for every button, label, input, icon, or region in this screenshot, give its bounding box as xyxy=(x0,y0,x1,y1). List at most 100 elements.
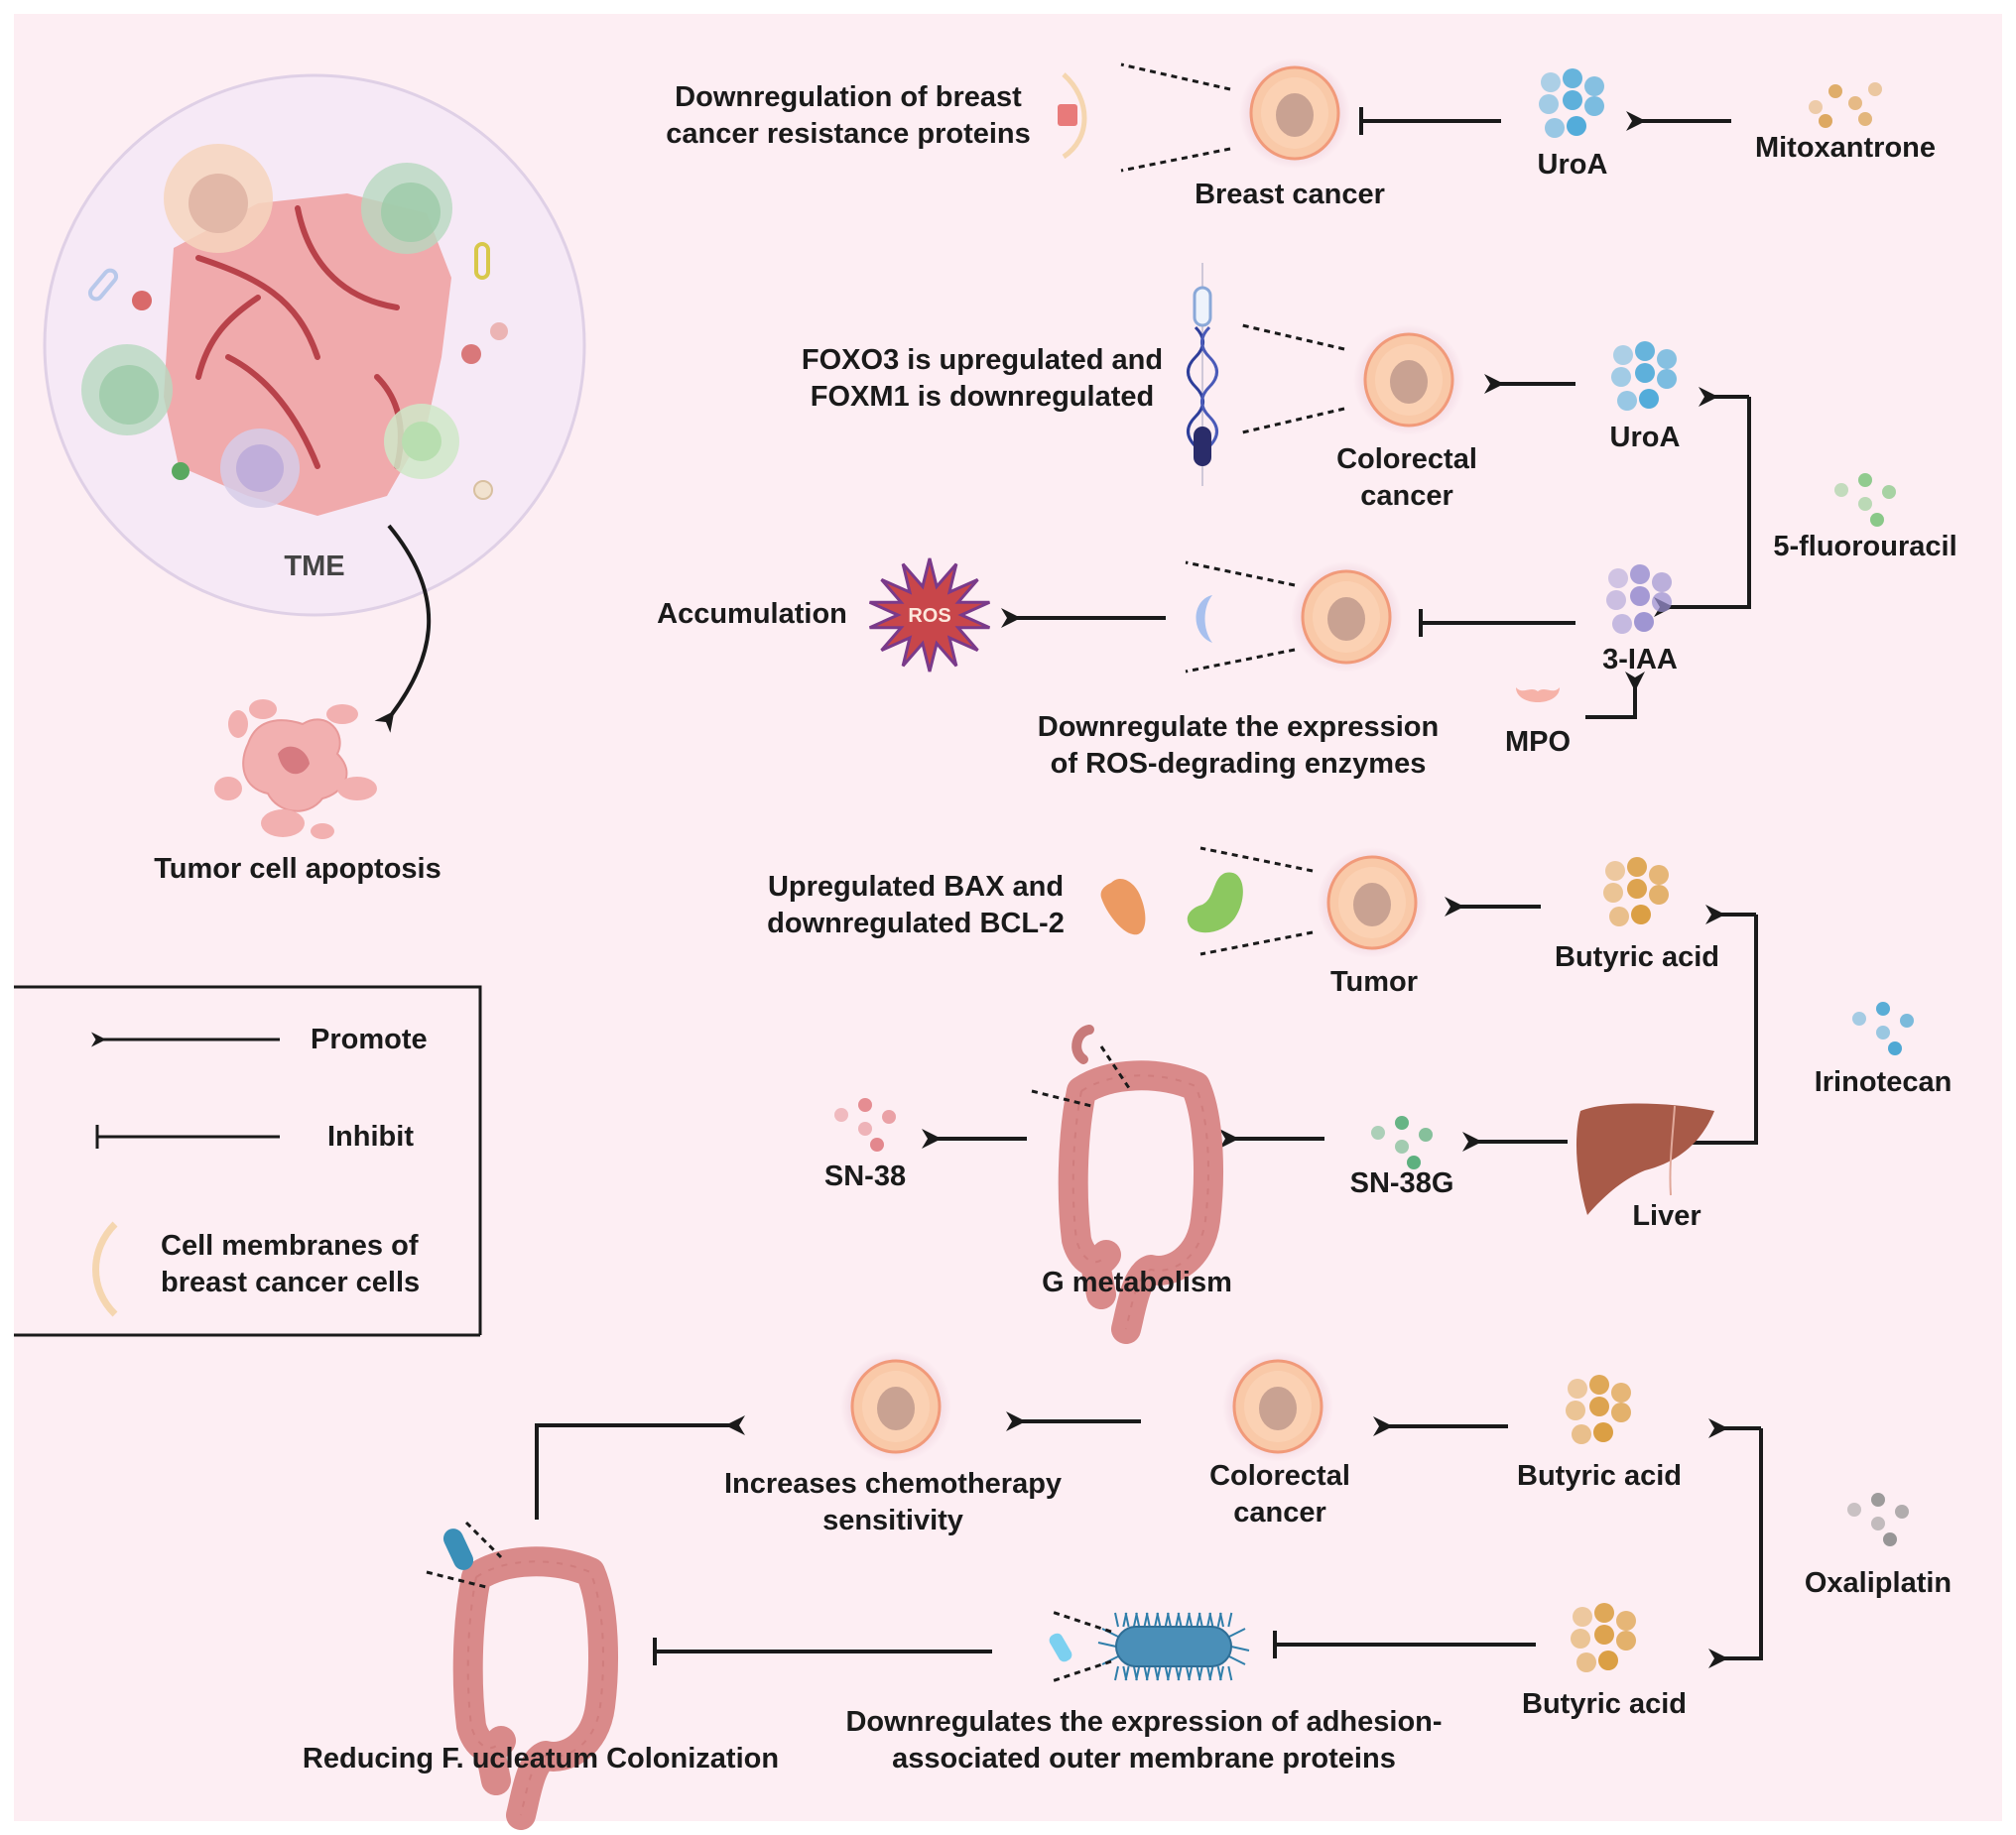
molecule-dot xyxy=(858,1122,872,1136)
butyric-label-1: Butyric acid xyxy=(1555,941,1719,973)
molecule-dot xyxy=(1870,513,1884,527)
molecule-dot xyxy=(1594,1625,1614,1645)
irinotecan-to-liver-arrow xyxy=(1676,915,1758,1153)
ros-effect-label-1: Downregulate the expression xyxy=(1037,711,1440,743)
molecule-dot xyxy=(1876,1026,1890,1040)
ros-burst-icon: ROS xyxy=(868,557,991,673)
molecule-dot xyxy=(1616,1631,1636,1651)
uroa-particles-icon-2 xyxy=(1611,341,1677,411)
molecule-dot xyxy=(1593,1422,1613,1442)
adhesion-effect-label-2: associated outer membrane proteins xyxy=(892,1743,1396,1774)
molecule-dot xyxy=(1539,94,1559,114)
molecule-dot xyxy=(1608,568,1628,588)
breast-cancer-label: Breast cancer xyxy=(1195,179,1385,210)
molecule-dot xyxy=(1598,1651,1618,1670)
colorectal-cancer-cell-icon xyxy=(1351,322,1466,437)
molecule-dot xyxy=(1895,1505,1909,1519)
legend-box xyxy=(14,985,482,1337)
bax-effect-label-1: Upregulated BAX and xyxy=(767,871,1065,903)
molecule-dot xyxy=(1603,883,1623,903)
molecule-dot xyxy=(1819,114,1832,128)
molecule-dot xyxy=(1883,1532,1897,1546)
molecule-dot xyxy=(1611,1403,1631,1422)
foxo3-effect-label-2: FOXM1 is downregulated xyxy=(810,381,1155,413)
molecule-dot xyxy=(1635,341,1655,361)
molecule-dot xyxy=(1649,865,1669,885)
tumor-label: Tumor xyxy=(1329,966,1419,998)
colon-to-sensitivity-arrow xyxy=(535,1415,745,1520)
oxaliplatin-to-butyric-2-arrow xyxy=(1708,1428,1763,1668)
legend-membrane-label-2: breast cancer cells xyxy=(161,1267,421,1298)
sensitive-cell-icon xyxy=(838,1349,953,1464)
tumor-cell-icon-ros xyxy=(1289,559,1404,674)
molecule-dot xyxy=(1882,485,1896,499)
molecule-dot xyxy=(1573,1607,1592,1627)
molecule-dot xyxy=(870,1138,884,1152)
molecule-dot xyxy=(1848,96,1862,110)
molecule-dot xyxy=(1613,345,1633,365)
irinotecan-label: Irinotecan xyxy=(1814,1066,1953,1098)
membrane-protein-icon xyxy=(1062,72,1087,160)
molecule-dot xyxy=(1652,572,1672,592)
mpo-enzyme-icon xyxy=(1516,687,1560,702)
fluorouracil-to-3iaa-arrow xyxy=(1654,397,1751,617)
butyric-label-2: Butyric acid xyxy=(1517,1460,1682,1492)
uroa-particles-icon xyxy=(1539,68,1604,138)
molecule-dot xyxy=(1634,612,1654,632)
irinotecan-particles-icon xyxy=(1852,1002,1914,1055)
molecule-dot xyxy=(1876,1002,1890,1016)
accumulation-label: Accumulation xyxy=(657,598,847,630)
molecule-dot xyxy=(1635,363,1655,383)
svg-text:ROS: ROS xyxy=(908,605,950,627)
molecule-dot xyxy=(1847,1503,1861,1517)
molecule-dot xyxy=(1852,1012,1866,1026)
molecule-dot xyxy=(1571,1629,1590,1649)
molecule-dot xyxy=(1809,100,1823,114)
molecule-dot xyxy=(1371,1126,1385,1140)
molecule-dot xyxy=(1834,483,1848,497)
sensitivity-label-2: sensitivity xyxy=(822,1505,963,1536)
colorectal-label-2a: Colorectal xyxy=(1209,1460,1350,1492)
legend-membrane-icon xyxy=(92,1221,118,1317)
molecule-dot xyxy=(1563,68,1582,88)
molecule-dot xyxy=(1395,1140,1409,1154)
molecule-dot xyxy=(1627,857,1647,877)
molecule-dot xyxy=(1868,82,1882,96)
molecule-dot xyxy=(1630,564,1650,584)
legend-membrane-label-1: Cell membranes of xyxy=(161,1230,419,1262)
bax-effect-label-2: downregulated BCL-2 xyxy=(767,908,1065,939)
molecule-dot xyxy=(1858,112,1872,126)
fluorouracil-label: 5-fluorouracil xyxy=(1773,531,1957,562)
uroa-label-2: UroA xyxy=(1609,422,1681,453)
liver-icon xyxy=(1575,1103,1714,1215)
sn38g-particles-icon xyxy=(1371,1116,1433,1169)
uroa-label-1: UroA xyxy=(1537,149,1608,181)
butyric-label-3: Butyric acid xyxy=(1522,1688,1687,1720)
dna-chromosome-icon xyxy=(1187,263,1218,486)
molecule-dot xyxy=(1871,1493,1885,1507)
molecule-dot xyxy=(1630,586,1650,606)
colorectal-label-2b: cancer xyxy=(1233,1497,1326,1529)
iaa-particles-icon xyxy=(1606,564,1672,634)
breast-cancer-cell-icon xyxy=(1237,56,1352,171)
molecule-dot xyxy=(1419,1128,1433,1142)
molecule-dot xyxy=(1616,1611,1636,1631)
molecule-dot xyxy=(1566,1401,1585,1420)
molecule-dot xyxy=(1639,389,1659,409)
molecule-dot xyxy=(1605,861,1625,881)
fluorouracil-particles-icon xyxy=(1834,473,1896,527)
molecule-dot xyxy=(1572,1424,1591,1444)
mpo-to-3iaa-arrow xyxy=(1585,672,1645,719)
mitoxantrone-label: Mitoxantrone xyxy=(1754,132,1937,164)
bacterium-small-icon xyxy=(442,1529,474,1570)
sn38g-label: SN-38G xyxy=(1349,1167,1454,1199)
molecule-dot xyxy=(1900,1014,1914,1028)
molecule-dot xyxy=(1568,1379,1587,1399)
liver-label: Liver xyxy=(1632,1200,1701,1232)
g-metabolism-label: G metabolism xyxy=(1042,1267,1232,1298)
molecule-dot xyxy=(1828,84,1842,98)
molecule-dot xyxy=(1407,1156,1421,1169)
oxaliplatin-label: Oxaliplatin xyxy=(1804,1567,1953,1599)
molecule-dot xyxy=(1563,90,1582,110)
